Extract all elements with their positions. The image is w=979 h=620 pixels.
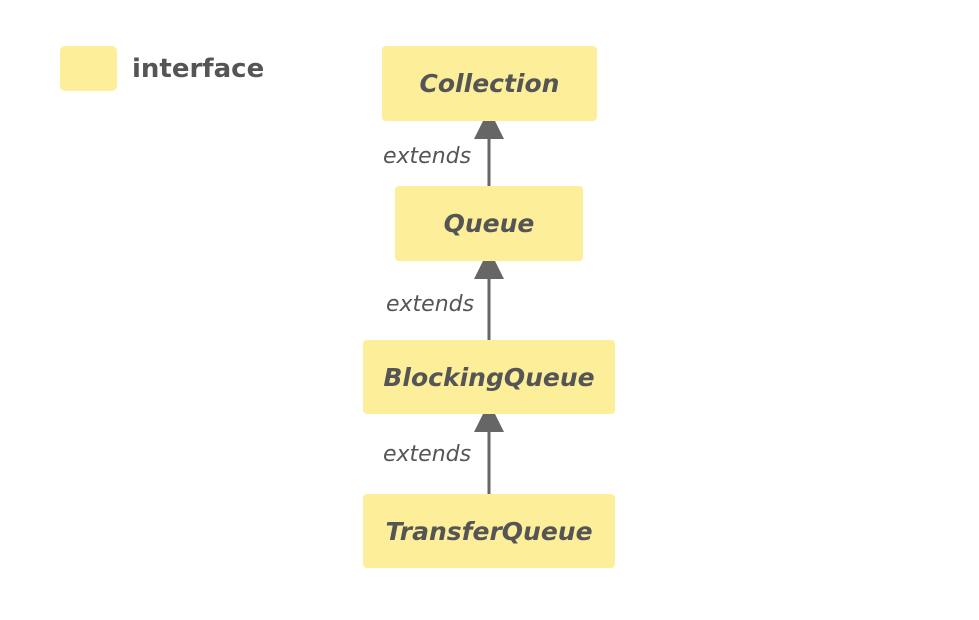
node-collection: Collection <box>382 46 597 121</box>
edge-label-extends: extends <box>383 144 472 169</box>
edge-label-extends: extends <box>386 292 475 317</box>
legend-label: interface <box>132 54 265 84</box>
node-blockingqueue: BlockingQueue <box>363 340 615 414</box>
node-transferqueue: TransferQueue <box>363 494 615 568</box>
node-queue: Queue <box>395 186 583 261</box>
edge-label-extends: extends <box>383 442 472 467</box>
legend-swatch <box>60 46 117 91</box>
